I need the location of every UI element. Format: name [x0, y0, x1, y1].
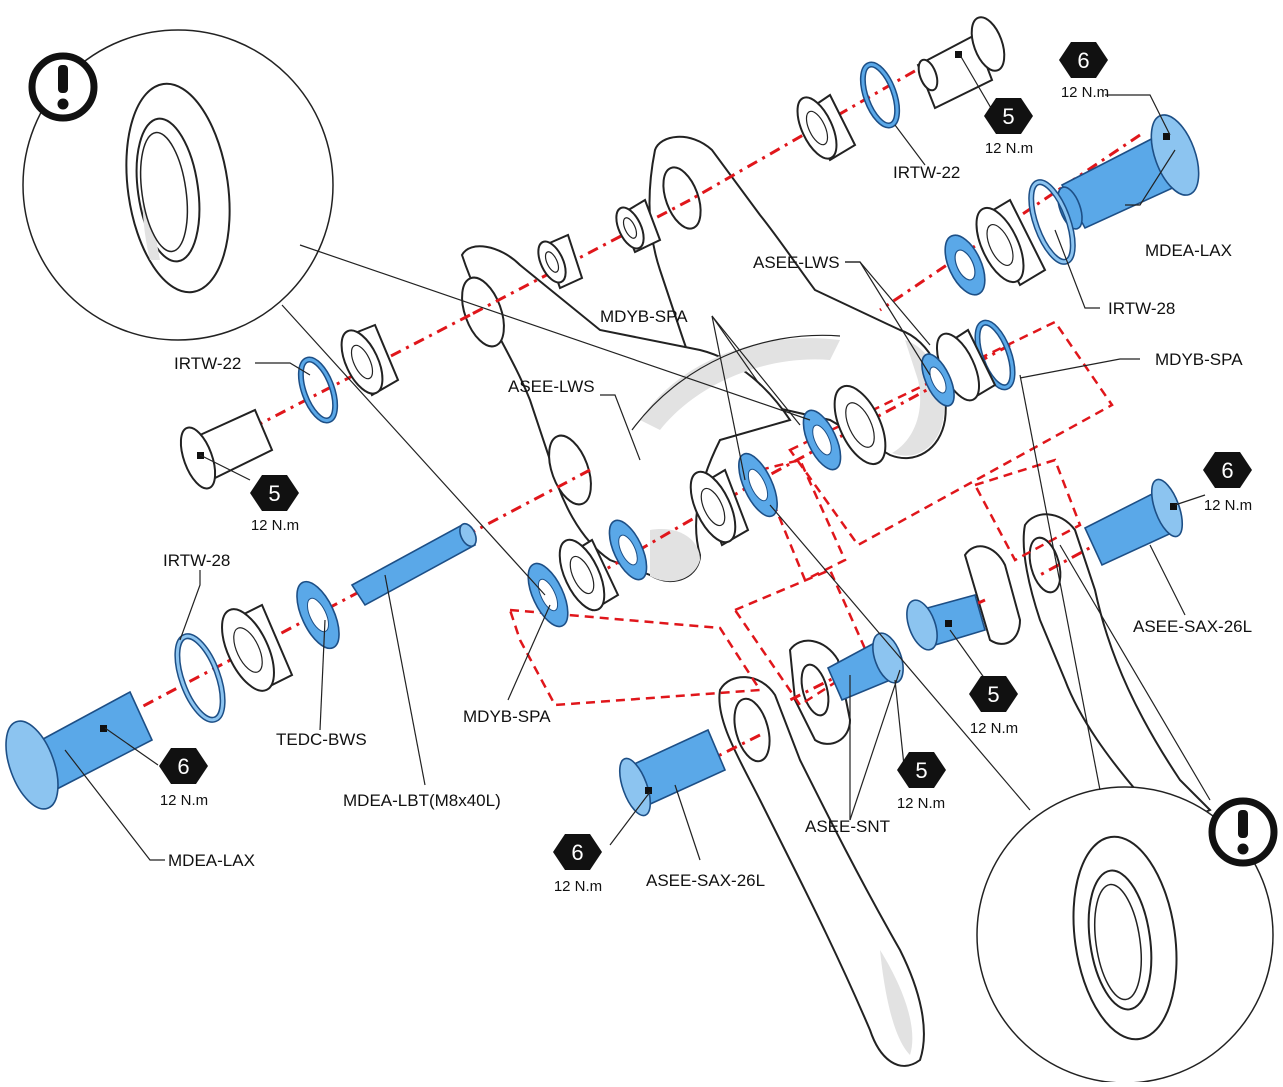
spacer-blue-right	[944, 234, 986, 296]
bearing-right-upper	[975, 198, 1047, 287]
torque-badge-mid: 5 12 N.m	[969, 676, 1018, 737]
label-tedc-bws: TEDC-BWS	[276, 730, 367, 749]
hexagon-badge-icon	[984, 98, 1033, 134]
torque-step: 5	[915, 758, 927, 783]
torque-badge-low: 5 12 N.m	[897, 752, 946, 812]
axle-irtw22-left-pin	[179, 408, 274, 490]
label-mdea-lax-right: MDEA-LAX	[1145, 241, 1232, 260]
hexagon-badge-icon	[897, 752, 946, 788]
exclamation-circle-icon	[28, 52, 98, 122]
asee-sax-right-bolt	[1083, 478, 1184, 567]
detail-leader-bottom-2	[1019, 374, 1101, 791]
label-asee-snt: ASEE-SNT	[805, 817, 890, 836]
hexagon-badge-icon	[1059, 42, 1108, 78]
label-irtw22-left: IRTW-22	[174, 354, 241, 373]
exclamation-circle-icon	[1208, 797, 1278, 867]
label-mdyb-spa-bottom: MDYB-SPA	[463, 707, 551, 726]
torque-step: 6	[571, 840, 583, 865]
mdyb-spa-lower-stack	[689, 452, 778, 547]
label-leaders	[64, 54, 1206, 861]
torque-value: 12 N.m	[554, 878, 602, 895]
label-asee-lws-top: ASEE-LWS	[753, 253, 840, 272]
hexagon-badge-icon	[969, 676, 1018, 712]
torque-value: 12 N.m	[970, 720, 1018, 737]
torque-value: 12 N.m	[251, 517, 299, 534]
torque-badge-left-lower: 6 12 N.m	[159, 748, 208, 809]
torque-step: 5	[1002, 104, 1014, 129]
bearing-left-upper	[340, 323, 400, 397]
torque-value: 12 N.m	[160, 792, 208, 809]
detail-leader-bottom	[769, 504, 1031, 811]
irtw22-ring-left	[297, 356, 339, 424]
hexagon-badge-icon	[553, 834, 602, 870]
torque-value: 12 N.m	[1061, 84, 1109, 101]
asee-sax-bottom-bolt	[618, 728, 727, 817]
spacer-mid	[537, 233, 584, 290]
asee-snt-nut-left	[826, 632, 904, 702]
mdea-lax-right-bolt	[1057, 114, 1200, 230]
label-irtw28-left: IRTW-28	[163, 551, 230, 570]
detail-circle-top	[22, 29, 334, 341]
lower-left-bearing-stack	[527, 519, 648, 628]
torque-value: 12 N.m	[1204, 497, 1252, 514]
bearing-left-lower	[221, 603, 294, 692]
spacer-top	[615, 198, 662, 254]
label-irtw28-right: IRTW-28	[1108, 299, 1175, 318]
irtw22-ring-top	[859, 61, 901, 129]
torque-badge-bottom: 6 12 N.m	[553, 834, 602, 895]
hexagon-badge-icon	[1203, 452, 1252, 488]
seatstay-link-right	[963, 513, 1212, 816]
irtw28-ring-left	[174, 633, 226, 723]
tedc-bws-washer	[296, 580, 340, 650]
torque-badge-top: 5 12 N.m	[984, 98, 1033, 157]
seatstay-link-lower	[718, 639, 925, 1067]
torque-step: 5	[987, 682, 999, 707]
detail-circle-bottom	[976, 786, 1274, 1084]
torque-step: 5	[268, 481, 280, 506]
torque-value: 12 N.m	[897, 795, 945, 812]
mdyb-spa-right-stack	[921, 319, 1016, 407]
detail-leader-top-2	[281, 304, 546, 596]
label-irtw22-top: IRTW-22	[893, 163, 960, 182]
torque-badge-right: 6 12 N.m	[1203, 452, 1252, 514]
label-asee-lws-mid: ASEE-LWS	[508, 377, 595, 396]
torque-step: 6	[177, 754, 189, 779]
label-mdea-lbt: MDEA-LBT(M8x40L)	[343, 791, 501, 810]
mdea-lbt-bolt	[350, 522, 477, 607]
torque-step: 6	[1077, 48, 1089, 73]
label-asee-sax-bottom: ASEE-SAX-26L	[646, 871, 765, 890]
label-asee-sax-right: ASEE-SAX-26L	[1133, 617, 1252, 636]
mdea-lax-left-bolt	[5, 690, 154, 810]
label-mdea-lax-left: MDEA-LAX	[168, 851, 255, 870]
irtw28-ring-right	[1028, 179, 1076, 265]
label-mdyb-spa-right: MDYB-SPA	[1155, 350, 1243, 369]
torque-badge-top-right: 6 12 N.m	[1059, 42, 1109, 101]
axle-irtw22-top-pin	[916, 16, 1006, 110]
bearing-top	[796, 93, 857, 162]
hexagon-badge-icon	[159, 748, 208, 784]
asee-snt-nut-right	[906, 594, 986, 651]
detail-leader-bottom-3	[1059, 544, 1211, 801]
torque-badge-left: 5 12 N.m	[250, 475, 299, 534]
torque-value: 12 N.m	[985, 140, 1033, 157]
detail-leader-top	[299, 244, 811, 421]
mdyb-spa-center-stack	[802, 385, 887, 471]
torque-step: 6	[1221, 458, 1233, 483]
label-mdyb-spa-top: MDYB-SPA	[600, 307, 688, 326]
hexagon-badge-icon	[250, 475, 299, 511]
part-labels: IRTW-22 MDEA-LAX IRTW-28 ASEE-LWS MDYB-S…	[163, 163, 1252, 890]
